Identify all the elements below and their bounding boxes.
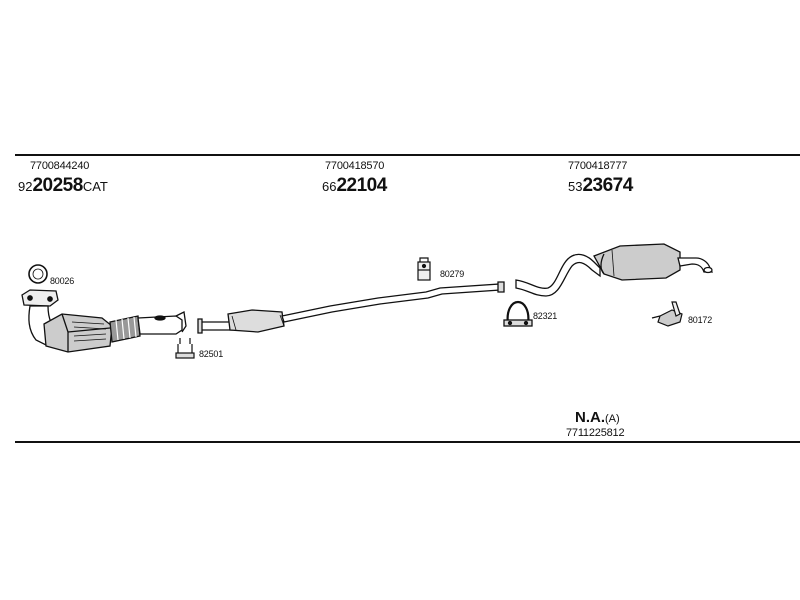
- code-middle: 6622104: [322, 175, 387, 197]
- code-rear: 5323674: [568, 175, 633, 197]
- label-hanger-middle: 80279: [440, 269, 465, 279]
- note-na-qualifier: (A): [605, 413, 620, 425]
- code-rear-main: 23674: [582, 175, 633, 196]
- part-number-front: 7700844240: [30, 160, 90, 172]
- bottom-divider: [15, 441, 800, 443]
- clamp-rear-icon: [503, 300, 533, 327]
- note-na-main: N.A.: [575, 409, 605, 426]
- note-part-number: 7711225812: [566, 427, 625, 439]
- code-front-main: 20258: [32, 175, 83, 196]
- code-front-prefix: 92: [18, 179, 33, 194]
- part-number-rear: 7700418777: [568, 160, 628, 172]
- gasket-ring-icon: [28, 264, 48, 284]
- label-clamp-rear: 82321: [533, 311, 558, 321]
- code-middle-main: 22104: [336, 175, 387, 196]
- rear-silencer-icon: [515, 243, 714, 297]
- label-front-clamp: 82501: [199, 349, 224, 359]
- label-gasket: 80026: [50, 276, 75, 286]
- code-front-suffix: CAT: [82, 179, 108, 194]
- code-middle-prefix: 66: [322, 179, 337, 194]
- hanger-middle-icon: [417, 257, 431, 281]
- label-hanger-rear: 80172: [688, 315, 713, 325]
- top-divider: [15, 154, 800, 156]
- clamp-front-icon: [175, 338, 195, 359]
- hanger-rear-icon: [651, 301, 683, 327]
- code-front: 9220258CAT: [18, 175, 108, 197]
- middle-silencer-icon: [197, 281, 505, 334]
- code-rear-prefix: 53: [568, 179, 583, 194]
- part-number-middle: 7700418570: [325, 160, 385, 172]
- catalytic-converter-icon: [21, 289, 187, 353]
- note-na: N.A.(A): [575, 409, 620, 426]
